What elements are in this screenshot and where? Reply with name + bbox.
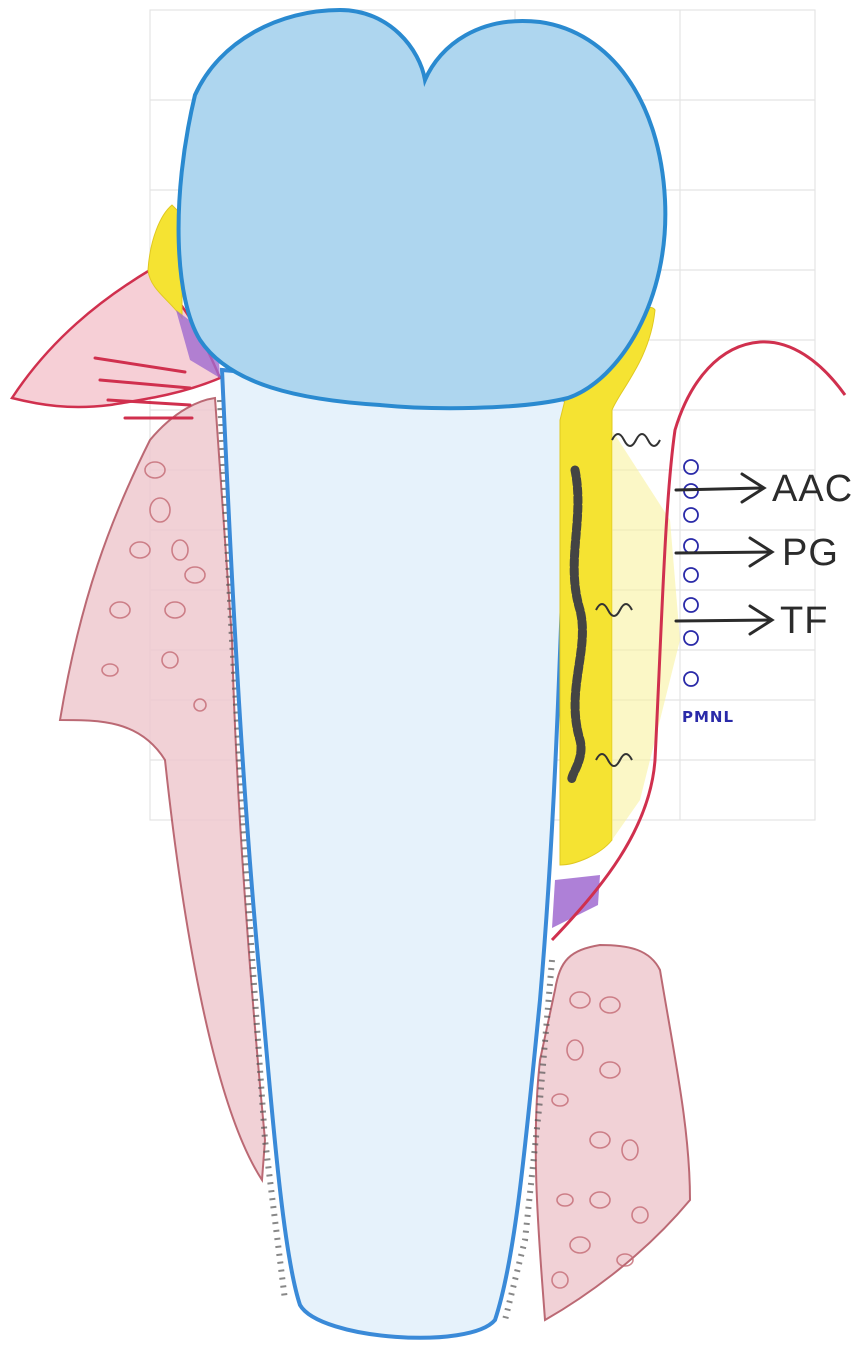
tooth-root [222,370,568,1338]
aac-label: AAC [772,468,853,511]
tooth-crown [179,10,666,408]
tf-label: TF [780,600,828,643]
circle-cell-icon [684,460,698,686]
right-alveolar-bone [536,945,690,1320]
pmnl-label: PMNL [682,708,734,726]
pg-label: PG [782,532,839,575]
right-attachment [552,875,600,928]
